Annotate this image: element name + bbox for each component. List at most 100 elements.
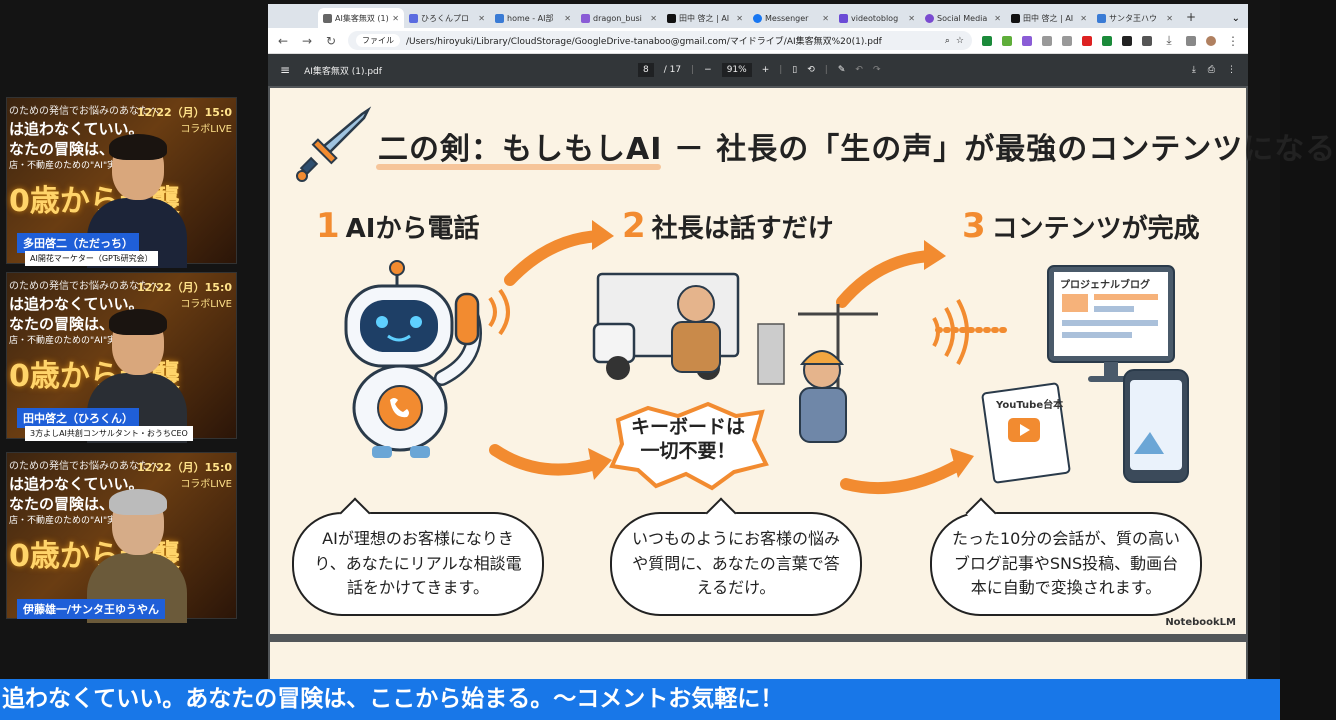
browser-tab[interactable]: Messenger✕ bbox=[748, 8, 834, 28]
banner-line: 店・不動産のための"AI"実践戦略 bbox=[9, 336, 144, 346]
tab-label: 田中 啓之 | AI bbox=[679, 13, 730, 23]
url-scheme-chip[interactable]: ファイル bbox=[356, 34, 400, 47]
site-icon bbox=[925, 13, 934, 23]
site-icon bbox=[409, 13, 418, 23]
print-icon[interactable]: ⎙ bbox=[1207, 65, 1215, 75]
banner-date: 12/22（月）15:0 bbox=[137, 461, 232, 474]
extension-icon[interactable] bbox=[1002, 35, 1012, 46]
forward-icon[interactable]: → bbox=[301, 33, 313, 48]
close-icon[interactable]: ✕ bbox=[1166, 13, 1173, 23]
tab-label: dragon_busi bbox=[593, 13, 642, 23]
new-tab-button[interactable]: + bbox=[1186, 10, 1197, 24]
extension-icon[interactable] bbox=[1022, 35, 1032, 46]
annotate-icon[interactable]: ✎ bbox=[837, 65, 846, 75]
menu-kebab-icon[interactable]: ⋮ bbox=[1227, 33, 1239, 48]
banner-line: 店・不動産のための"AI"実践戦略 bbox=[9, 161, 144, 171]
rotate-icon[interactable]: ⟲ bbox=[807, 65, 815, 75]
wordpress-icon bbox=[495, 13, 504, 23]
close-icon[interactable]: ✕ bbox=[994, 13, 1001, 23]
site-icon bbox=[581, 13, 590, 23]
tab-label: サンタ王ハウ bbox=[1109, 13, 1157, 23]
title-highlight bbox=[376, 164, 661, 170]
zoom-icon[interactable]: ⌕ bbox=[944, 35, 950, 46]
extension-icon[interactable] bbox=[1042, 35, 1052, 46]
banner-date: 12/22（月）15:0 bbox=[137, 106, 232, 119]
address-bar[interactable]: ファイル /Users/hiroyuki/Library/CloudStorag… bbox=[348, 31, 972, 50]
zoom-out-icon[interactable]: − bbox=[704, 65, 712, 75]
browser-tab[interactable]: videotoblog✕ bbox=[834, 8, 920, 28]
hamburger-icon[interactable]: ≡ bbox=[280, 63, 291, 77]
extension-icon[interactable] bbox=[1062, 35, 1072, 46]
browser-tab[interactable]: Social Media✕ bbox=[920, 8, 1006, 28]
banner-line: は追わなくていい。 bbox=[9, 475, 144, 493]
banner-line: は追わなくていい。 bbox=[9, 295, 144, 313]
close-icon[interactable]: ✕ bbox=[1080, 13, 1087, 23]
banner-line: なたの冒険は、こ bbox=[9, 140, 130, 158]
browser-tab[interactable]: AI集客無双 (1)✕ bbox=[318, 8, 404, 28]
more-icon[interactable]: ⋮ bbox=[1227, 65, 1236, 75]
banner-line: なたの冒険は、こ bbox=[9, 495, 130, 513]
extension-icon[interactable] bbox=[1142, 35, 1152, 46]
banner-line: のための発信でお悩みのあなたへ bbox=[9, 106, 159, 117]
robot-illustration bbox=[344, 260, 510, 458]
download-icon[interactable]: ⤓ bbox=[1166, 33, 1172, 47]
bookmark-icon[interactable]: ☆ bbox=[955, 35, 964, 46]
pdf-filename: AI集客無双 (1).pdf bbox=[304, 66, 382, 77]
close-icon[interactable]: ✕ bbox=[564, 13, 571, 23]
page-number-input[interactable]: 8 bbox=[638, 63, 654, 77]
download-icon[interactable]: ⤓ bbox=[1191, 65, 1196, 75]
browser-tab[interactable]: home - AI部 ✕ bbox=[490, 8, 576, 28]
banner-date: 12/22（月）15:0 bbox=[137, 281, 232, 294]
keyboard-free-text: キーボードは 一切不要！ bbox=[630, 416, 745, 462]
browser-tab[interactable]: 田中 啓之 | AI ✕ bbox=[662, 8, 748, 28]
close-icon[interactable]: ✕ bbox=[392, 13, 399, 23]
redo-icon[interactable]: ↷ bbox=[872, 65, 881, 75]
globe-icon bbox=[323, 13, 332, 23]
browser-tab[interactable]: サンタ王ハウ ✕ bbox=[1092, 8, 1178, 28]
close-icon[interactable]: ✕ bbox=[650, 13, 657, 23]
participant-tile[interactable]: のための発信でお悩みのあなたへ は追わなくていい。 なたの冒険は、こ 店・不動産… bbox=[6, 97, 237, 268]
facebook-icon bbox=[753, 13, 762, 23]
sword-icon bbox=[296, 106, 372, 182]
reload-icon[interactable]: ↻ bbox=[325, 33, 337, 48]
extensions-puzzle-icon[interactable] bbox=[1186, 35, 1196, 46]
close-icon[interactable]: ✕ bbox=[736, 13, 743, 23]
tab-label: 田中 啓之 | AI bbox=[1023, 13, 1074, 23]
participant-name: 多田啓二（ただっち） bbox=[17, 233, 139, 253]
back-icon[interactable]: ← bbox=[277, 33, 289, 48]
extension-icon[interactable] bbox=[982, 35, 992, 46]
tab-search-icon[interactable]: ⌄ bbox=[1231, 13, 1240, 24]
browser-tab[interactable]: dragon_busi ✕ bbox=[576, 8, 662, 28]
zoom-input[interactable]: 91% bbox=[721, 63, 752, 77]
close-icon[interactable]: ✕ bbox=[478, 13, 485, 23]
participant-tile[interactable]: のための発信でお悩みのあなたへ は追わなくていい。 なたの冒険は、こ 店・不動産… bbox=[6, 452, 237, 623]
close-icon[interactable]: ✕ bbox=[908, 13, 915, 23]
extension-icon[interactable] bbox=[1082, 35, 1092, 46]
step-number: 1 bbox=[316, 206, 340, 246]
extension-icon[interactable] bbox=[1122, 35, 1132, 46]
site-icon bbox=[839, 13, 848, 23]
extension-icon[interactable] bbox=[1102, 35, 1112, 46]
tab-strip: AI集客無双 (1)✕ ひろくんプロ ✕ home - AI部 ✕ dragon_b… bbox=[268, 4, 1248, 28]
participant-title: 3方よしAI共創コンサルタント・おうちCEO bbox=[25, 426, 193, 441]
tab-label: ひろくんプロ bbox=[421, 13, 469, 23]
meeting-screen: のための発信でお悩みのあなたへ は追わなくていい。 なたの冒険は、こ 店・不動産… bbox=[0, 4, 1336, 720]
avatar[interactable] bbox=[1206, 35, 1216, 46]
browser-tab[interactable]: ひろくんプロ ✕ bbox=[404, 8, 490, 28]
participant-video bbox=[87, 489, 187, 623]
browser-tab[interactable]: 田中 啓之 | AI ✕ bbox=[1006, 8, 1092, 28]
close-icon[interactable]: ✕ bbox=[822, 13, 829, 23]
tab-label: home - AI部 bbox=[507, 13, 554, 23]
url-text[interactable]: /Users/hiroyuki/Library/CloudStorage/Goo… bbox=[406, 37, 882, 47]
participant-tile[interactable]: のための発信でお悩みのあなたへ は追わなくていい。 なたの冒険は、こ 店・不動産… bbox=[6, 272, 237, 443]
step-label: コンテンツが完成 bbox=[991, 214, 1200, 244]
undo-icon[interactable]: ↶ bbox=[855, 65, 863, 75]
fit-page-icon[interactable]: ▯ bbox=[792, 65, 798, 75]
step-number: 2 bbox=[622, 206, 646, 246]
step-3-description: たった10分の会話が、質の高いブログ記事やSNS投稿、動画台本に自動で変換されま… bbox=[930, 512, 1202, 616]
x-icon bbox=[667, 13, 676, 23]
zoom-in-icon[interactable]: + bbox=[761, 65, 770, 75]
